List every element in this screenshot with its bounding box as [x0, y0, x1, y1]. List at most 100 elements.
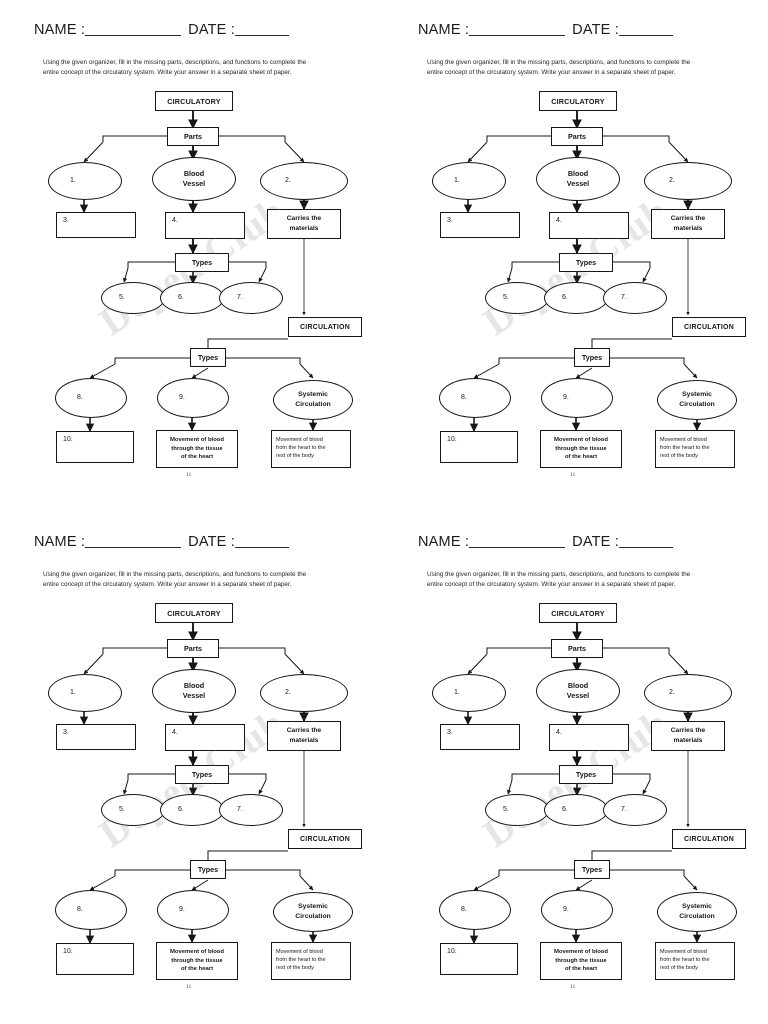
node-desc-systemic: Movement of blood from the heart to the … — [655, 430, 735, 468]
node-blood-vessel-line2: Vessel — [566, 691, 590, 700]
node-blank-8[interactable]: 8. — [55, 378, 127, 418]
node-systemic-line2: Circulation — [679, 913, 715, 920]
node-blank-10[interactable]: 10. — [56, 943, 134, 975]
node-desc-systemic-line2: from the heart to the — [660, 957, 710, 964]
node-desc-systemic-line3: rest of the body — [276, 964, 314, 971]
node-blank-2[interactable]: 2. — [644, 674, 732, 712]
node-blank-5[interactable]: 5. — [485, 794, 549, 826]
node-blank-10[interactable]: 10. — [440, 943, 518, 975]
node-parts-1-label: Parts — [568, 644, 586, 653]
node-blank-7[interactable]: 7. — [603, 794, 667, 826]
node-blank-6[interactable]: 6. — [544, 794, 608, 826]
node-blank-1[interactable]: 1. — [48, 162, 122, 200]
node-blank-7[interactable]: 7. — [219, 794, 283, 826]
node-blank-10[interactable]: 10. — [440, 431, 518, 463]
name-date-header: NAME :DATE : — [34, 22, 290, 38]
date-input-line[interactable] — [619, 35, 674, 36]
node-blank-9[interactable]: 9. — [157, 378, 229, 418]
node-parts-1: Parts — [551, 639, 603, 658]
node-desc-coronary-line3: of the heart — [564, 966, 598, 973]
node-desc-coronary-line2: through the tissue — [555, 957, 607, 964]
node-carries-line1: Carries the — [286, 215, 322, 223]
node-circulation-label: CIRCULATION — [300, 835, 350, 843]
node-blank-5[interactable]: 5. — [101, 282, 165, 314]
node-blank-3[interactable]: 3. — [56, 724, 136, 750]
node-systemic-line1: Systemic — [298, 903, 328, 911]
node-blank-8[interactable]: 8. — [439, 378, 511, 418]
node-parts-1-label: Parts — [184, 132, 202, 141]
node-blank-2[interactable]: 2. — [644, 162, 732, 200]
node-blank-2-label: 2. — [669, 177, 675, 184]
node-blank-6[interactable]: 6. — [160, 794, 224, 826]
node-blank-4[interactable]: 4. — [549, 212, 629, 239]
date-input-line[interactable] — [619, 547, 674, 548]
worksheet-sheet: Deped Club NAME :DATE : Using the given … — [0, 0, 384, 512]
node-blank-1[interactable]: 1. — [432, 674, 506, 712]
date-input-line[interactable] — [235, 547, 290, 548]
node-blank-1[interactable]: 1. — [432, 162, 506, 200]
node-blank-3[interactable]: 3. — [56, 212, 136, 238]
node-blank-6-label: 6. — [562, 806, 568, 813]
node-blood-vessel-line1: Blood — [183, 680, 205, 690]
node-blank-9[interactable]: 9. — [157, 890, 229, 930]
node-blank-2-label: 2. — [285, 689, 291, 696]
node-desc-coronary-line2: through the tissue — [171, 957, 223, 964]
node-blank-8[interactable]: 8. — [55, 890, 127, 930]
node-blood-vessel-line1: Blood — [567, 680, 589, 690]
node-blank-3-label: 3. — [63, 217, 69, 224]
node-types-2-label: Types — [581, 865, 603, 874]
node-blank-6-label: 6. — [178, 294, 184, 301]
node-desc-systemic: Movement of blood from the heart to the … — [655, 942, 735, 980]
name-input-line[interactable] — [469, 547, 566, 548]
node-blank-4[interactable]: 4. — [165, 212, 245, 239]
name-input-line[interactable] — [85, 547, 182, 548]
node-blank-2[interactable]: 2. — [260, 162, 348, 200]
node-blank-9[interactable]: 9. — [541, 378, 613, 418]
node-desc-coronary-line1: Movement of blood — [554, 949, 608, 956]
node-blank-2[interactable]: 2. — [260, 674, 348, 712]
node-blank-6[interactable]: 6. — [544, 282, 608, 314]
node-blank-7[interactable]: 7. — [603, 282, 667, 314]
node-systemic-line2: Circulation — [295, 401, 331, 408]
date-label: DATE : — [572, 22, 620, 38]
node-blank-5-label: 5. — [119, 294, 125, 301]
node-blank-8[interactable]: 8. — [439, 890, 511, 930]
node-blood-vessel-line2: Vessel — [182, 691, 206, 700]
node-blank-7-label: 7. — [237, 294, 243, 301]
name-date-header: NAME :DATE : — [418, 22, 674, 38]
node-desc-coronary-line1: Movement of blood — [170, 437, 224, 444]
node-blank-1[interactable]: 1. — [48, 674, 122, 712]
node-parts-1: Parts — [167, 639, 219, 658]
node-blank-4[interactable]: 4. — [549, 724, 629, 751]
node-blood-vessel: Blood Vessel — [536, 157, 620, 201]
node-blank-6-label: 6. — [178, 806, 184, 813]
node-types-1-label: Types — [575, 770, 597, 779]
node-blank-10[interactable]: 10. — [56, 431, 134, 463]
node-blank-10-label: 10. — [447, 948, 457, 955]
name-input-line[interactable] — [469, 35, 566, 36]
node-blank-6[interactable]: 6. — [160, 282, 224, 314]
node-types-2-label: Types — [197, 865, 219, 874]
name-input-line[interactable] — [85, 35, 182, 36]
node-blank-2-label: 2. — [285, 177, 291, 184]
node-blank-5[interactable]: 5. — [485, 282, 549, 314]
node-blank-4[interactable]: 4. — [165, 724, 245, 751]
name-label: NAME : — [418, 534, 470, 550]
node-blank-1-label: 1. — [70, 177, 76, 184]
node-blank-10-label: 10. — [447, 436, 457, 443]
node-blank-8-label: 8. — [461, 906, 467, 913]
node-circulation-label: CIRCULATION — [684, 835, 734, 843]
node-blank-3[interactable]: 3. — [440, 212, 520, 238]
node-blank-5[interactable]: 5. — [101, 794, 165, 826]
node-carries-line2: materials — [289, 225, 319, 232]
node-circulation: CIRCULATION — [672, 829, 746, 849]
node-parts-1-label: Parts — [568, 132, 586, 141]
node-blood-vessel-line1: Blood — [567, 168, 589, 178]
worksheet-sheet: Deped Club NAME :DATE : Using the given … — [384, 512, 768, 1024]
node-blank-9[interactable]: 9. — [541, 890, 613, 930]
node-types-1: Types — [559, 253, 613, 272]
node-blank-7[interactable]: 7. — [219, 282, 283, 314]
date-input-line[interactable] — [235, 35, 290, 36]
node-blank-3[interactable]: 3. — [440, 724, 520, 750]
